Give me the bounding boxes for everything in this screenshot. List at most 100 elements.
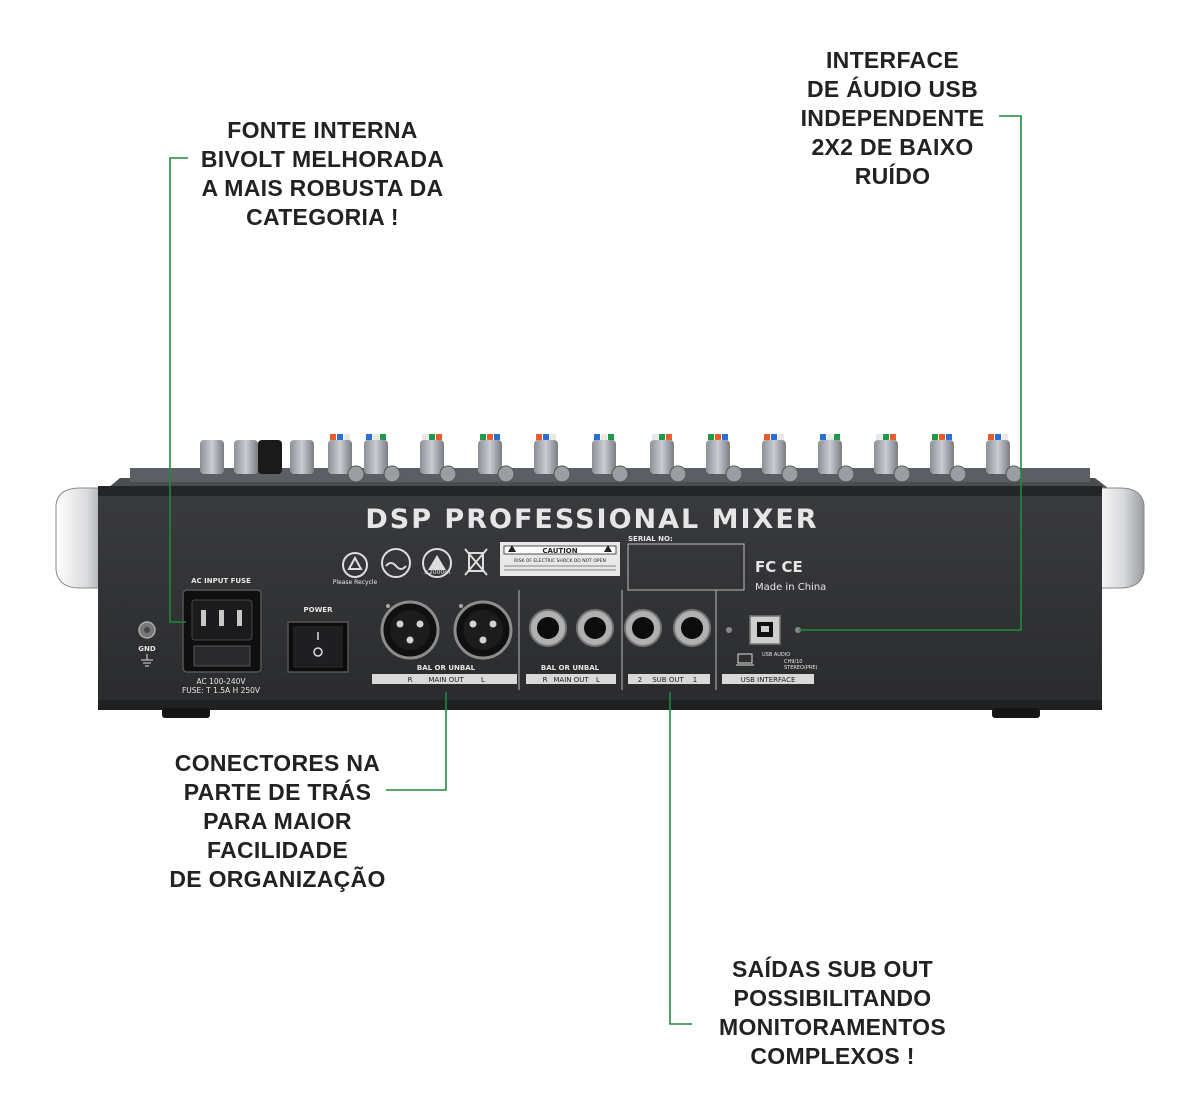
knob-cap — [883, 434, 889, 440]
fc-ce-mark: FC CE — [755, 558, 803, 576]
knob-cap — [380, 434, 386, 440]
serial-box — [627, 543, 745, 591]
side-handle-left — [55, 487, 109, 589]
ac-power-inlet[interactable] — [182, 589, 262, 673]
knob-cap — [344, 434, 350, 440]
input-jack — [347, 465, 365, 483]
knob — [478, 440, 502, 474]
usb-interface-strip — [722, 674, 814, 684]
gnd-label: GND — [138, 645, 156, 653]
knob-cap — [550, 434, 556, 440]
sub-1-label: 1 — [693, 676, 697, 684]
knob — [290, 440, 314, 474]
callout-line: CATEGORIA ! — [246, 204, 399, 230]
jack-l-label: L — [596, 676, 600, 684]
top-knob-row — [200, 434, 1023, 483]
knob-cap — [932, 434, 938, 440]
input-jack — [725, 465, 743, 483]
knob-cap — [366, 434, 372, 440]
callout-line: INTERFACE — [825, 47, 960, 73]
knob-cap — [771, 434, 777, 440]
knob-cap — [666, 434, 672, 440]
knob-cap — [1002, 434, 1008, 440]
warning-triangle-icon — [604, 545, 612, 552]
knob-cap — [337, 434, 343, 440]
brand-title: DSP PROFESSIONAL MIXER — [365, 504, 818, 535]
screw — [726, 627, 732, 633]
rubber-foot — [162, 708, 210, 718]
knob-cap — [820, 434, 826, 440]
knob-cap — [601, 434, 607, 440]
jack-main-out-left[interactable] — [576, 609, 614, 647]
xlr-output-right[interactable] — [380, 600, 440, 660]
knob-cap — [876, 434, 882, 440]
knob-cap — [722, 434, 728, 440]
made-in-label: Made in China — [755, 582, 826, 593]
knob-cap — [659, 434, 665, 440]
usb-interface-label: USB INTERFACE — [741, 676, 796, 684]
callout-power-supply: FONTE INTERNA BIVOLT MELHORADA A MAIS RO… — [180, 116, 465, 232]
knob-cap — [543, 434, 549, 440]
sub-out-strip — [628, 674, 710, 684]
callout-line: POSSIBILITANDO — [733, 985, 932, 1011]
altitude-icon — [422, 548, 452, 578]
knob — [986, 440, 1010, 474]
sub-2-label: 2 — [638, 676, 642, 684]
callout-line: FONTE INTERNA — [227, 117, 418, 143]
knob-cap — [536, 434, 542, 440]
caution-subtitle: RISK OF ELECTRIC SHOCK DO NOT OPEN — [514, 558, 606, 564]
jack-bal-label: BAL OR UNBAL — [541, 664, 600, 672]
knob-cap — [608, 434, 614, 440]
recycle-label: Please Recycle — [333, 579, 378, 586]
xlr-main-out-label: MAIN OUT — [428, 676, 464, 684]
leader-power-supply — [169, 157, 188, 623]
knob — [874, 440, 898, 474]
knob-cap — [827, 434, 833, 440]
input-jack — [893, 465, 911, 483]
callout-line: CONECTORES NA — [174, 750, 381, 776]
fuse-rating-label: FUSE: T 1.5A H 250V — [182, 686, 261, 695]
callout-line: MONITORAMENTOS — [719, 1014, 946, 1040]
input-jack — [949, 465, 967, 483]
knob — [200, 440, 224, 474]
knob — [534, 440, 558, 474]
input-jack — [383, 465, 401, 483]
knob-cap — [946, 434, 952, 440]
knob-cap — [715, 434, 721, 440]
input-jack — [439, 465, 457, 483]
recycle-icon — [342, 552, 368, 578]
ground-symbol-icon — [141, 654, 153, 667]
side-handle-right — [1091, 487, 1145, 589]
jack-r-label: R — [543, 676, 548, 684]
knob — [650, 440, 674, 474]
jack-main-out-right[interactable] — [529, 609, 567, 647]
sub-out-1-jack[interactable] — [673, 609, 711, 647]
rubber-foot — [992, 708, 1040, 718]
callout-line: 2X2 DE BAIXO — [811, 134, 974, 160]
input-jack — [1005, 465, 1023, 483]
knob-cap — [594, 434, 600, 440]
callout-sub-out: SAÍDAS SUB OUT POSSIBILITANDO MONITORAME… — [700, 955, 965, 1071]
serial-label: SERIAL NO: — [628, 535, 673, 543]
power-switch[interactable] — [287, 621, 349, 673]
knob — [328, 440, 352, 474]
callout-line: RUÍDO — [854, 163, 931, 189]
knob-cap — [890, 434, 896, 440]
power-label: POWER — [304, 606, 334, 614]
usb-b-port[interactable] — [749, 615, 781, 645]
altitude-label: ≤2000m — [424, 569, 450, 576]
knob — [762, 440, 786, 474]
rear-panel — [98, 486, 1102, 718]
ac-input-label: AC INPUT FUSE — [191, 577, 251, 585]
callout-line: SAÍDAS SUB OUT — [732, 956, 933, 982]
xlr-output-left[interactable] — [453, 600, 513, 660]
knob-cap — [487, 434, 493, 440]
callout-rear-connectors: CONECTORES NA PARTE DE TRÁS PARA MAIOR F… — [150, 749, 405, 894]
callout-line: FACILIDADE — [207, 837, 348, 863]
knob — [818, 440, 842, 474]
callout-line: COMPLEXOS ! — [750, 1043, 915, 1069]
fuse-drawer[interactable] — [193, 645, 251, 667]
sub-out-2-jack[interactable] — [624, 609, 662, 647]
xlr-r-label: R — [408, 676, 413, 684]
knob — [364, 440, 388, 474]
